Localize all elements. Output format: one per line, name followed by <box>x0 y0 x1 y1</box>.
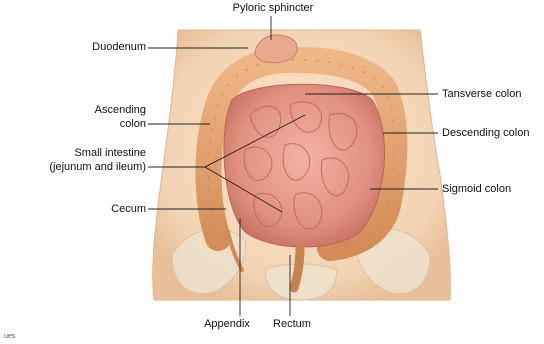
label-ascending-colon-line2: colon <box>66 118 146 131</box>
label-rectum: Rectum <box>262 318 322 331</box>
label-sigmoid-colon: Sigmoid colon <box>442 183 511 196</box>
label-ascending-colon-line1: Ascending <box>66 104 146 117</box>
footnote-fragment: ues <box>4 333 15 340</box>
label-descending-colon: Descending colon <box>442 127 529 140</box>
label-small-intestine-line1: Small intestine <box>26 147 146 160</box>
label-transverse-colon: Tansverse colon <box>442 88 522 101</box>
label-appendix: Appendix <box>192 318 262 331</box>
label-pyloric-sphincter: Pyloric sphincter <box>228 2 318 15</box>
label-small-intestine-line2: (jejunum and ileum) <box>16 161 146 174</box>
small-intestine <box>224 84 385 247</box>
label-cecum: Cecum <box>66 203 146 216</box>
label-duodenum: Duodenum <box>66 41 146 54</box>
